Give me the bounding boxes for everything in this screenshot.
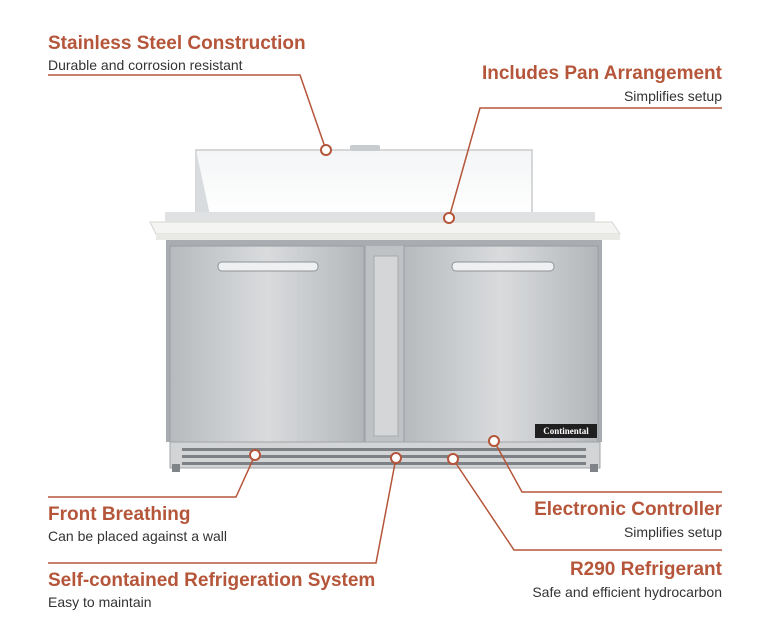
brand-badge-text: Continental bbox=[543, 426, 589, 436]
cabinet bbox=[166, 240, 602, 443]
callout-subtitle-front-breathing: Can be placed against a wall bbox=[48, 528, 228, 544]
callout-title-stainless-steel: Stainless Steel Construction bbox=[48, 33, 306, 54]
callout-subtitle-r290-refrigerant: Safe and efficient hydrocarbon bbox=[532, 584, 722, 600]
callout-subtitle-electronic-controller: Simplifies setup bbox=[623, 524, 722, 540]
callout-title-electronic-controller: Electronic Controller bbox=[534, 499, 722, 520]
callout-dots bbox=[249, 144, 500, 465]
cover-lid bbox=[195, 145, 533, 216]
callout-subtitle-pan-arrangement: Simplifies setup bbox=[623, 88, 722, 104]
callout-subtitle-stainless-steel: Durable and corrosion resistant bbox=[48, 57, 243, 73]
callout-connectors bbox=[48, 74, 722, 564]
callout-title-r290-refrigerant: R290 Refrigerant bbox=[569, 559, 722, 580]
brand-badge: Continental bbox=[535, 424, 597, 438]
cutting-board bbox=[149, 212, 621, 240]
callout-title-refrigeration-system: Self-contained Refrigeration System bbox=[48, 570, 376, 591]
callout-subtitle-refrigeration-system: Easy to maintain bbox=[48, 594, 152, 610]
callout-title-pan-arrangement: Includes Pan Arrangement bbox=[481, 63, 722, 84]
callout-title-front-breathing: Front Breathing bbox=[48, 504, 191, 525]
front-grille bbox=[169, 441, 601, 472]
